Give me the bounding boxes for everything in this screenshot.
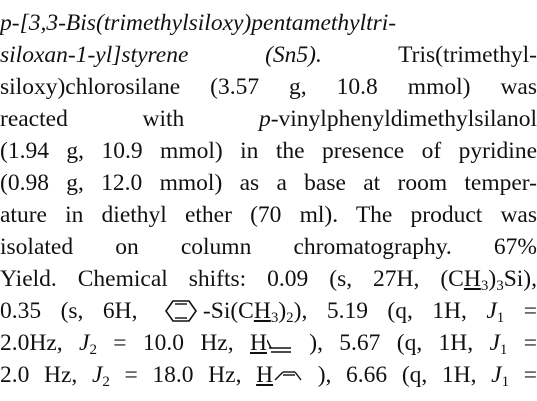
body-line-3: siloxy)chlorosilane (3.57 g, 10.8 mmol) … [0,74,537,100]
benzene-ring-structure [164,300,197,322]
compound-name-continued: siloxan-1-yl]styrene [0,42,189,68]
previous-line-fragment [0,0,537,5]
body-line-6: (0.98 g, 12.0 mmol) as a base at room te… [0,170,537,196]
body-line-9: Yield. Chemical shifts: 0.09 (s, 27H, (C… [0,266,537,294]
body-line-12: 2.0 Hz, J2 = 18.0 Hz, H ), 6.66 (q, 1H, … [0,362,537,390]
body-line-11: 2.0Hz, J2 = 10.0 Hz, H ), 5.67 (q, 1H, J… [0,330,537,358]
body-line-8: isolated on column chromatography. 67% [0,234,537,260]
compound-heading-line-2: siloxan-1-yl]styrene (Sn5). Tris(trimeth… [0,42,537,68]
vinyl-cis-structure [266,339,291,353]
compound-code: (Sn5). [265,42,322,68]
body-line-5: (1.94 g, 10.9 mmol) in the presence of p… [0,138,537,164]
compound-name: p-[3,3-Bis(trimethylsiloxy)pentamethyltr… [0,10,397,36]
body-line-10: 0.35 (s, 6H, -Si(CH3)2), 5.19 (q, 1H, J1… [0,298,537,326]
body-line-7: ature in diethyl ether (70 ml). The prod… [0,202,537,228]
vinyl-trans-structure [274,371,302,381]
body-line-4: reacted with p-vinylphenyldimethylsilano… [0,106,537,132]
compound-heading-line-1: p-[3,3-Bis(trimethylsiloxy)pentamethyltr… [0,7,537,39]
